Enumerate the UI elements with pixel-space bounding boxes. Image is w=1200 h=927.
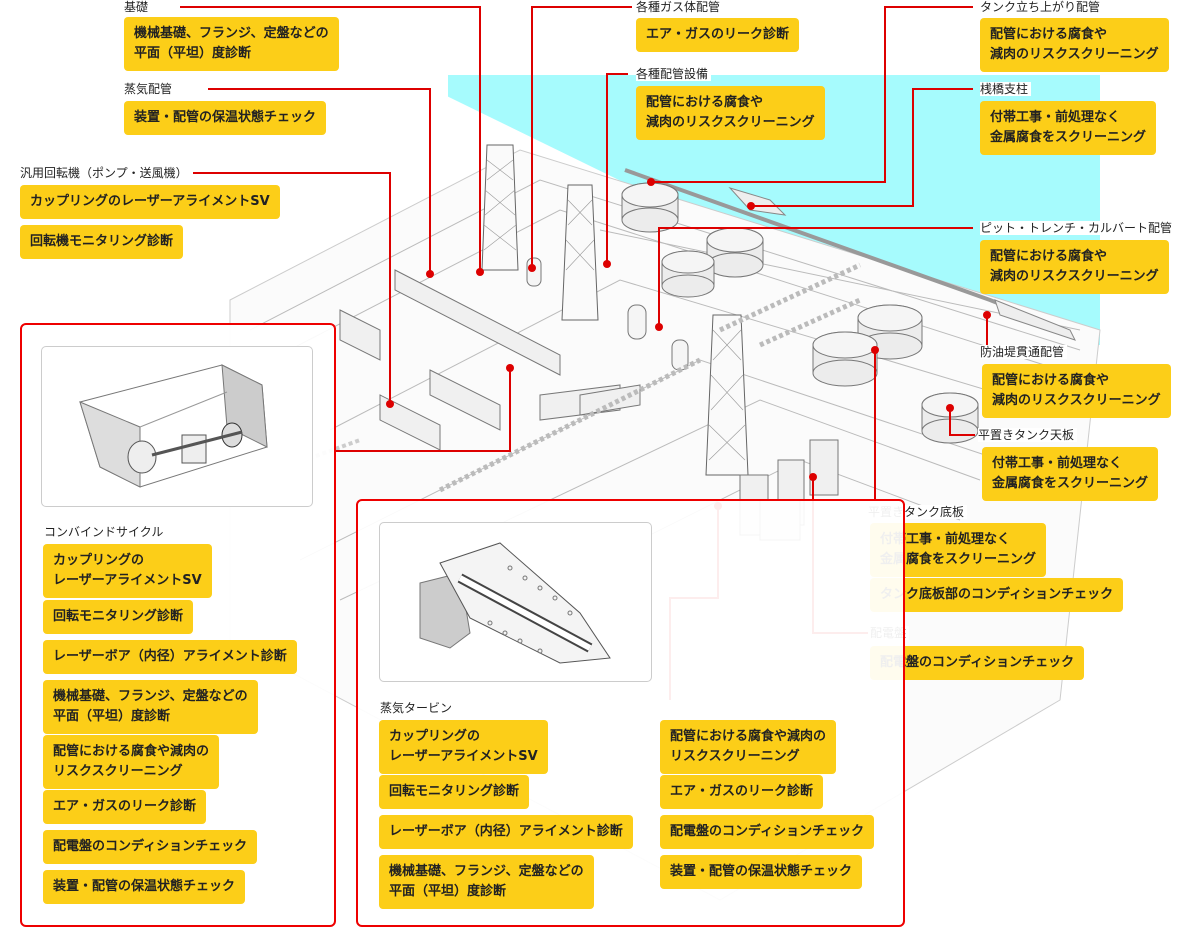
line-gas	[531, 6, 632, 268]
steam-turbine-title: 蒸気タービン	[380, 701, 453, 715]
st-tag-left-3[interactable]: レーザーボア（内径）アライメント診断	[379, 815, 633, 849]
buildings	[339, 269, 839, 541]
label-foundation: 基礎	[124, 0, 152, 14]
label-gas-pipe: 各種ガス体配管	[636, 0, 724, 14]
cc-tag-6[interactable]: エア・ガスのリーク診断	[43, 790, 207, 824]
panel-combined-cycle: コンバインドサイクル カップリングの レーザーアライメントSV 回転モニタリング…	[20, 323, 336, 927]
tag-metal-corrosion-2[interactable]: 付帯工事・前処理なく 金属腐食をスクリーニング	[982, 447, 1159, 501]
cc-tag-3[interactable]: レーザーボア（内径）アライメント診断	[43, 640, 297, 674]
tag-coupling-alignment[interactable]: カップリングのレーザーアライメントSV	[20, 185, 280, 219]
cc-tag-4[interactable]: 機械基礎、フランジ、定盤などの 平面（平坦）度診断	[43, 680, 258, 734]
label-pit-trench-pipe: ピット・トレンチ・カルバート配管	[980, 221, 1176, 235]
rotating-machine-image	[41, 346, 313, 507]
line-tank-rise	[651, 6, 973, 183]
label-pier-pillar: 桟橋支柱	[980, 82, 1032, 96]
line-tank-top	[949, 408, 975, 436]
tag-metal-corrosion-1[interactable]: 付帯工事・前処理なく 金属腐食をスクリーニング	[980, 101, 1157, 155]
st-tag-right-2[interactable]: エア・ガスのリーク診断	[660, 775, 824, 809]
st-tag-left-4[interactable]: 機械基礎、フランジ、定盤などの 平面（平坦）度診断	[379, 855, 594, 909]
line-pier	[751, 88, 973, 207]
tag-rotating-monitoring[interactable]: 回転機モニタリング診断	[20, 225, 184, 259]
cc-tag-2[interactable]: 回転モニタリング診断	[43, 600, 194, 634]
line-steam-pipe	[208, 88, 431, 274]
cc-tag-7[interactable]: 配電盤のコンディションチェック	[43, 830, 258, 864]
cc-tag-1[interactable]: カップリングの レーザーアライメントSV	[43, 544, 212, 598]
st-tag-right-1[interactable]: 配管における腐食や減肉の リスクスクリーニング	[660, 720, 837, 774]
tag-tank-bottom-check[interactable]: タンク底板部のコンディションチェック	[870, 578, 1124, 612]
line-pit	[658, 227, 973, 327]
tag-pipe-corrosion-2[interactable]: 配管における腐食や 減肉のリスクスクリーニング	[980, 18, 1169, 72]
combined-cycle-title: コンバインドサイクル	[44, 525, 164, 539]
st-tag-right-4[interactable]: 装置・配管の保温状態チェック	[660, 855, 863, 889]
line-kiso	[180, 6, 481, 272]
label-pipe-equipment: 各種配管設備	[636, 67, 712, 81]
line-pipe-equip	[606, 73, 628, 264]
tag-pipe-corrosion-4[interactable]: 配管における腐食や 減肉のリスクスクリーニング	[982, 364, 1171, 418]
st-tag-right-3[interactable]: 配電盤のコンディションチェック	[660, 815, 875, 849]
steam-turbine-image	[379, 522, 652, 682]
line-combined	[335, 368, 511, 452]
tag-pipe-corrosion-3[interactable]: 配管における腐食や 減肉のリスクスクリーニング	[980, 240, 1169, 294]
tag-pipe-corrosion-1[interactable]: 配管における腐食や 減肉のリスクスクリーニング	[636, 86, 825, 140]
label-general-rotating: 汎用回転機（ポンプ・送風機）	[20, 166, 191, 180]
label-dike-pipe: 防油堤貫通配管	[980, 345, 1068, 359]
tanks	[526, 182, 979, 444]
ship	[728, 187, 1076, 341]
st-tag-left-1[interactable]: カップリングの レーザーアライメントSV	[379, 720, 548, 774]
tag-flatness-diagnosis[interactable]: 機械基礎、フランジ、定盤などの 平面（平坦）度診断	[124, 17, 339, 71]
tag-leak-diagnosis[interactable]: エア・ガスのリーク診断	[636, 18, 800, 52]
cc-tag-5[interactable]: 配管における腐食や減肉の リスクスクリーニング	[43, 735, 220, 789]
machine-illustration-icon	[79, 364, 268, 488]
stacks	[481, 144, 749, 476]
label-tank-rise-pipe: タンク立ち上がり配管	[980, 0, 1104, 14]
cc-tag-8[interactable]: 装置・配管の保温状態チェック	[43, 870, 246, 904]
label-steam-pipe: 蒸気配管	[124, 82, 176, 96]
st-tag-left-2[interactable]: 回転モニタリング診断	[379, 775, 530, 809]
tag-switchboard-check[interactable]: 配電盤のコンディションチェック	[870, 646, 1085, 680]
turbine-illustration-icon	[419, 542, 611, 664]
line-pump	[193, 172, 391, 404]
tag-insulation-check[interactable]: 装置・配管の保温状態チェック	[124, 101, 327, 135]
panel-steam-turbine: 蒸気タービン カップリングの レーザーアライメントSV 回転モニタリング診断 レ…	[356, 499, 905, 927]
label-tank-roof: 平置きタンク天板	[978, 428, 1078, 442]
